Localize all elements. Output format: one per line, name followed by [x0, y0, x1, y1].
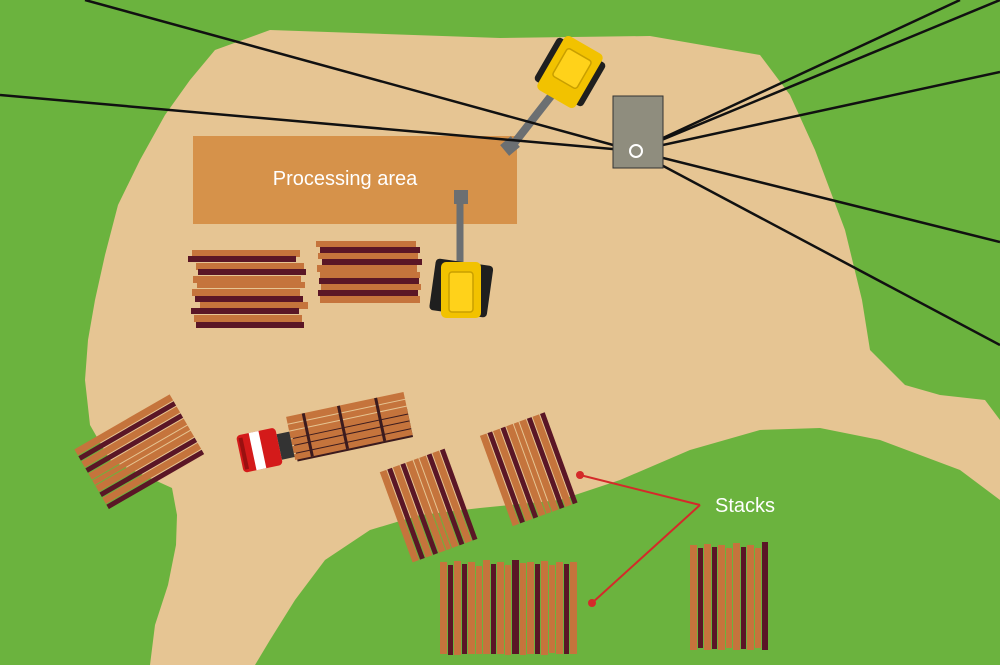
log-stack-center-left: [188, 250, 308, 328]
log-stack-left: [74, 394, 205, 510]
tower-yarder-icon: [612, 95, 664, 169]
log-stack-middle-1: [379, 448, 478, 563]
stacks-label: Stacks: [715, 495, 775, 517]
machine-center: [429, 190, 494, 318]
log-stack-center-right: [316, 241, 422, 303]
leader-dot-1: [576, 471, 584, 479]
leader-dot-2: [588, 599, 596, 607]
leader-line-1: [579, 474, 701, 506]
leader-line-2: [591, 504, 701, 604]
cables: [0, 0, 1000, 347]
logging-truck-icon: [236, 391, 414, 473]
log-stack-right: [690, 542, 768, 650]
machine-top: [500, 35, 606, 156]
processing-area-label: Processing area: [273, 168, 418, 190]
log-stack-bottom: [440, 560, 577, 655]
log-stack-middle-2: [479, 412, 578, 527]
